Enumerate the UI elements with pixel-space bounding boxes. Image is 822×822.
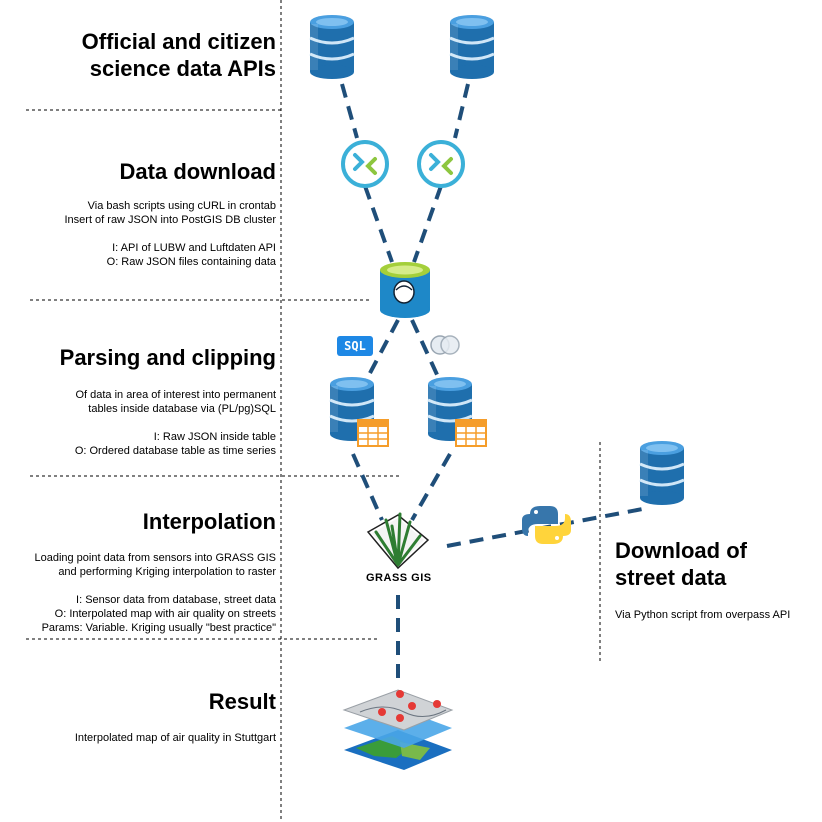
interpolation-description: Loading point data from sensors into GRA…: [34, 551, 276, 635]
grass-gis-icon: [366, 512, 430, 570]
parsing-heading: Parsing and clipping: [59, 345, 276, 370]
table-database-icon: [426, 375, 487, 447]
connector: [410, 453, 452, 521]
parsing-description: Of data in area of interest into permane…: [75, 388, 276, 458]
sql-badge: SQL: [337, 336, 373, 356]
python-icon: [522, 506, 571, 544]
street-description: Via Python script from overpass API: [615, 609, 791, 621]
transfer-icon: [417, 140, 465, 188]
connector: [358, 319, 400, 393]
result-description: Interpolated map of air quality in Stutt…: [74, 732, 276, 744]
apis-heading-line1: Official and citizen: [81, 29, 276, 54]
connector: [412, 185, 443, 263]
interpolation-io-line: Params: Variable. Kriging usually "best …: [41, 622, 276, 634]
download-io-line: I: API of LUBW and Luftdaten API: [112, 242, 276, 254]
download-io-line: O: Raw JSON files containing data: [106, 256, 276, 268]
street-heading-line2: street data: [615, 565, 727, 590]
database-icon: [308, 13, 356, 81]
map-layers-icon: [342, 689, 454, 770]
interpolation-io-line: I: Sensor data from database, street dat…: [76, 594, 276, 606]
street-heading-line1: Download of: [615, 538, 747, 563]
street-heading: Download of street data: [615, 537, 747, 591]
connector: [453, 83, 470, 139]
database-icon: [638, 439, 686, 507]
download-description: Via bash scripts using cURL in crontab I…: [64, 199, 276, 269]
apis-heading-line2: science data APIs: [89, 56, 276, 81]
apis-heading: Official and citizen science data APIs: [82, 28, 276, 82]
parsing-desc-line: Of data in area of interest into permane…: [75, 389, 276, 401]
download-desc-line: Insert of raw JSON into PostGIS DB clust…: [64, 214, 276, 226]
database-icon: [448, 13, 496, 81]
postgres-icon: [380, 262, 430, 318]
merge-icon: [430, 335, 460, 355]
connector: [351, 453, 384, 521]
interpolation-desc-line: and performing Kriging interpolation to …: [58, 566, 276, 578]
connectors: [340, 83, 649, 682]
transfer-icon: [341, 140, 389, 188]
table-database-icon: [328, 375, 389, 447]
download-heading: Data download: [119, 159, 276, 184]
parsing-io-line: O: Ordered database table as time series: [74, 445, 276, 457]
interpolation-desc-line: Loading point data from sensors into GRA…: [34, 552, 276, 564]
connector: [410, 319, 447, 393]
parsing-io-line: I: Raw JSON inside table: [153, 431, 276, 443]
interpolation-heading: Interpolation: [142, 509, 276, 534]
result-heading: Result: [208, 689, 276, 714]
grass-gis-label: GRASS GIS: [366, 572, 432, 584]
connector: [340, 83, 359, 139]
interpolation-io-line: O: Interpolated map with air quality on …: [54, 608, 276, 620]
download-desc-line: Via bash scripts using cURL in crontab: [87, 200, 276, 212]
connector: [363, 185, 394, 263]
parsing-desc-line: tables inside database via (PL/pg)SQL: [88, 403, 276, 415]
